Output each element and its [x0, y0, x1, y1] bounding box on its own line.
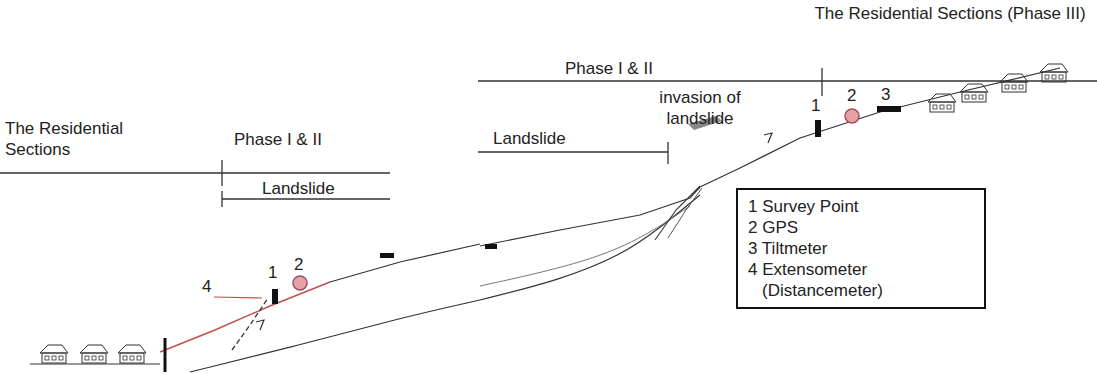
crack-mark: [256, 320, 264, 330]
section-tick: [667, 142, 668, 164]
section-label: Phase I & II: [234, 129, 322, 150]
crack-mark: [764, 133, 772, 143]
retaining-wall: [164, 338, 167, 372]
tiltmeter: [485, 244, 497, 249]
callout-number: 4: [202, 276, 211, 297]
crack-line: [232, 298, 268, 350]
slip-surface: [480, 195, 700, 300]
section-tick: [221, 191, 222, 207]
callout-number: 1: [811, 95, 820, 116]
callout-number: 1: [268, 262, 277, 283]
scarp-line: [655, 186, 700, 240]
extensometer-wire: [214, 297, 262, 298]
legend-entry: 4 Extensometer (Distancemeter): [748, 259, 974, 301]
callout-number: 2: [294, 254, 303, 275]
section-label: Phase I & II: [565, 58, 653, 79]
house-icon: [80, 345, 108, 363]
house-icon: [928, 94, 956, 112]
gps-receiver: [293, 276, 307, 290]
house-icon: [1000, 74, 1028, 92]
ground-surface: [480, 187, 700, 246]
legend-entry: 3 Tiltmeter: [748, 238, 974, 259]
landslide-extent-line: [222, 198, 390, 199]
landslide-extent-line: [478, 151, 668, 152]
section-label: The Residential Sections: [5, 118, 185, 160]
section-label: invasion of landslide: [630, 87, 770, 129]
slip-surface: [480, 206, 690, 286]
house-icon: [40, 345, 68, 363]
scarp-line: [668, 188, 702, 238]
legend-entry: 2 GPS: [748, 217, 974, 238]
house-icon: [1040, 64, 1068, 82]
legend-box: 1 Survey Point2 GPS3 Tiltmeter4 Extensom…: [736, 188, 986, 309]
ground-surface: [160, 282, 330, 352]
ground-line: [30, 364, 160, 365]
legend-entry: 1 Survey Point: [748, 196, 974, 217]
slip-surface: [190, 300, 480, 372]
ground-surface: [700, 68, 1060, 187]
section-label: Landslide: [493, 128, 566, 149]
tiltmeter: [380, 253, 394, 258]
section-label: Landslide: [262, 178, 335, 199]
ground-surface: [330, 244, 480, 282]
section-label: The Residential Sections (Phase III): [800, 3, 1097, 24]
survey-point: [815, 120, 821, 137]
survey-point: [272, 289, 278, 304]
gps-receiver: [845, 109, 859, 123]
house-icon: [960, 84, 988, 102]
callout-number: 2: [847, 85, 856, 106]
house-icon: [118, 345, 146, 363]
tiltmeter: [877, 106, 901, 112]
section-line: [0, 172, 390, 173]
section-tick: [221, 160, 222, 186]
section-tick: [821, 68, 822, 96]
callout-number: 3: [881, 84, 890, 105]
